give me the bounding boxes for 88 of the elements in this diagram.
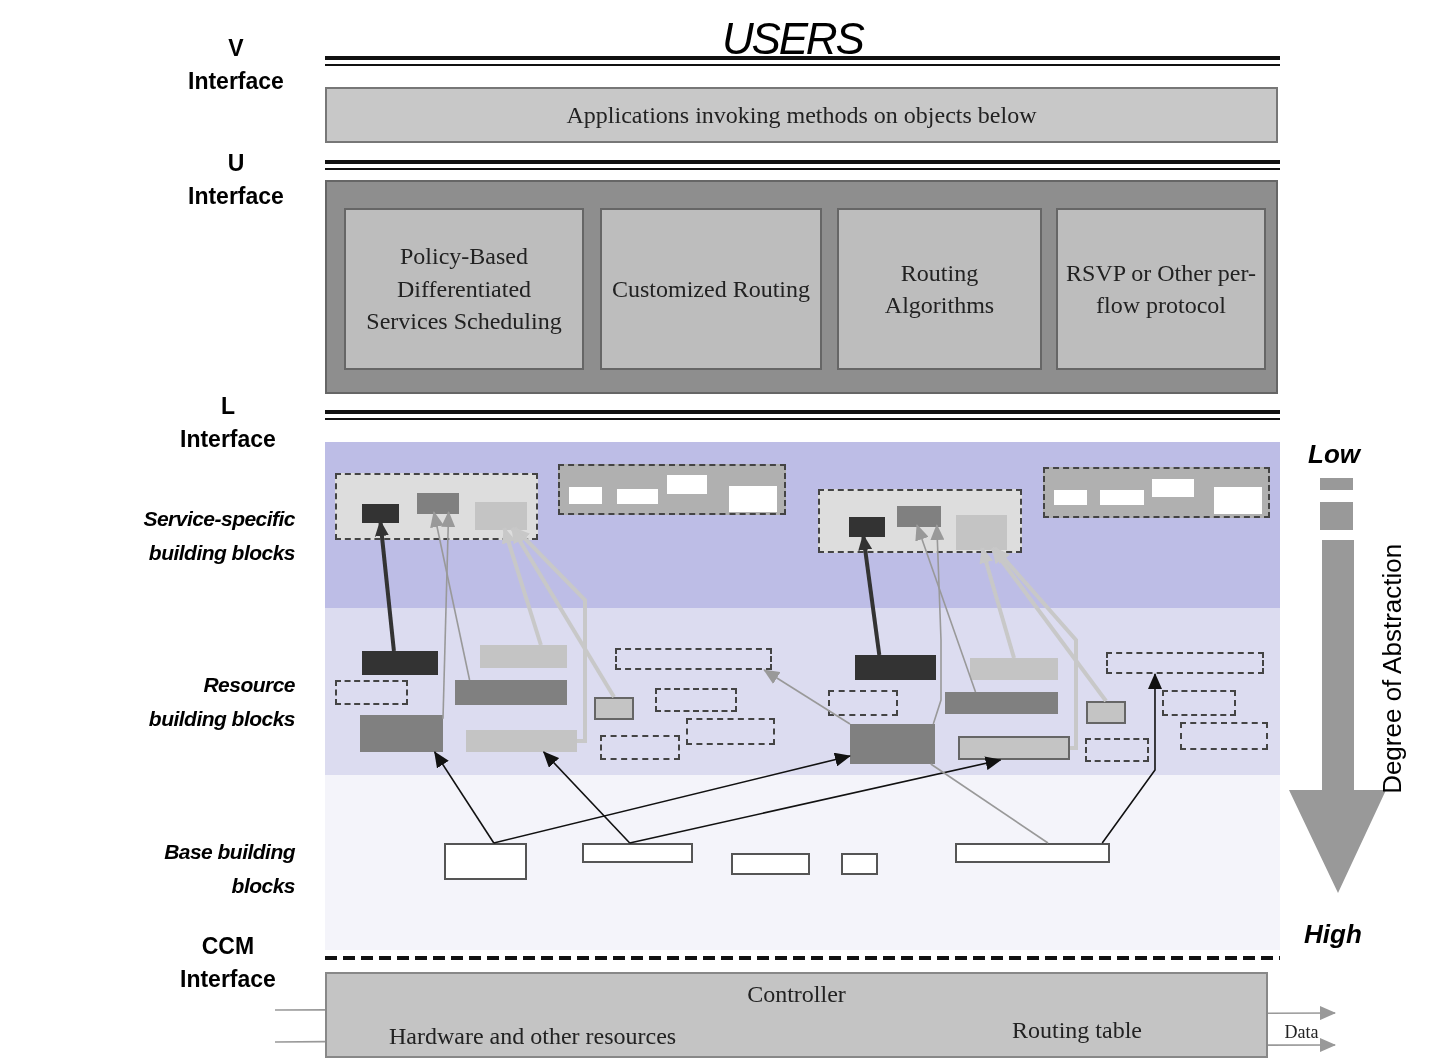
arrow: [858, 534, 882, 656]
block-box: [731, 853, 810, 875]
block-box: [455, 680, 567, 705]
block-box: [417, 493, 459, 514]
block-box: [475, 502, 527, 530]
block-box: [1100, 490, 1144, 505]
block-box: [841, 853, 878, 875]
interface-label: L Interface: [180, 392, 276, 455]
interface-label: V Interface: [188, 34, 284, 97]
module-panel: [325, 180, 1278, 394]
block-box: [855, 655, 936, 680]
block-box: [945, 692, 1058, 714]
arrow: [915, 524, 977, 693]
block-box: [970, 658, 1058, 680]
module-box: [837, 208, 1042, 370]
scale-label: Low: [1308, 438, 1360, 471]
block-box: [897, 506, 941, 527]
block-box: [1054, 490, 1087, 505]
application-label: Applications invoking methods on objects below: [566, 100, 1037, 130]
arrow: [1101, 673, 1162, 844]
block-box: [1214, 487, 1262, 514]
block-box: [480, 645, 567, 668]
block-box: [958, 736, 1070, 760]
arrow: [763, 669, 851, 725]
block-box: [466, 730, 577, 752]
arrow: [542, 751, 631, 844]
block-box: [955, 843, 1110, 863]
layer-label: Resource building blocks: [147, 672, 295, 732]
block-box: [582, 843, 693, 863]
arrow: [1267, 1006, 1336, 1021]
block-box: [1086, 701, 1126, 724]
scale-label: High: [1304, 918, 1362, 951]
block-box: [850, 724, 935, 764]
block-group: [335, 473, 538, 540]
axis-label: Degree of Abstraction: [1376, 543, 1409, 794]
block-box: [444, 843, 527, 880]
table-label: Routing table: [1012, 1016, 1142, 1045]
module-label: Routing Algorithms: [883, 258, 996, 320]
title: USERS: [722, 13, 863, 65]
block-box: [667, 475, 707, 494]
dashed-block: [686, 718, 775, 745]
dashed-block: [615, 648, 772, 670]
block-group: [1043, 467, 1270, 518]
edge-label: Data: [1283, 1023, 1320, 1042]
arrow: [1267, 1038, 1336, 1052]
interface-label: CCM Interface: [180, 932, 276, 995]
arrow: [493, 752, 851, 844]
module-box: [600, 208, 822, 370]
dashed-block: [1162, 690, 1236, 716]
arrow: [433, 751, 495, 844]
module-label: RSVP or Other per-flow protocol: [1066, 258, 1256, 320]
resource-panel: [325, 972, 1268, 1058]
module-label: Customized Routing: [612, 274, 810, 304]
arrow: [628, 756, 1002, 844]
module-box: [344, 208, 584, 370]
block-box: [594, 697, 634, 720]
dashed-block: [828, 690, 898, 716]
dashed-block: [600, 735, 680, 760]
block-box: [362, 651, 438, 675]
module-label: Policy-Based Differentiated Services Scheduling: [365, 242, 563, 337]
dashed-block: [1085, 738, 1149, 762]
arrow: [930, 524, 945, 725]
arrow: [441, 511, 456, 720]
layer-label: Service-specific building blocks: [142, 506, 295, 566]
dashed-block: [1180, 722, 1268, 750]
block-box: [729, 486, 777, 512]
module-box: [1056, 208, 1266, 370]
block-box: [617, 489, 658, 504]
block-box: [362, 504, 399, 523]
block-box: [849, 517, 885, 537]
dashed-block: [655, 688, 737, 712]
block-box: [360, 715, 443, 752]
block-group: [558, 464, 786, 515]
dashed-block: [335, 680, 408, 705]
block-box: [1152, 479, 1194, 497]
dashed-block: [1106, 652, 1264, 674]
block-group: [818, 489, 1022, 553]
resource-label: Hardware and other resources: [389, 1022, 677, 1051]
arrow: [430, 511, 471, 681]
controller-label: Controller: [747, 980, 846, 1009]
interface-label: U Interface: [188, 149, 284, 212]
arrow: [374, 520, 396, 652]
block-box: [956, 515, 1007, 550]
arrow: [979, 547, 1016, 659]
arrow: [502, 527, 543, 646]
block-box: [569, 487, 602, 504]
layer-label: Base building blocks: [163, 839, 295, 899]
application-bar: [325, 87, 1278, 143]
